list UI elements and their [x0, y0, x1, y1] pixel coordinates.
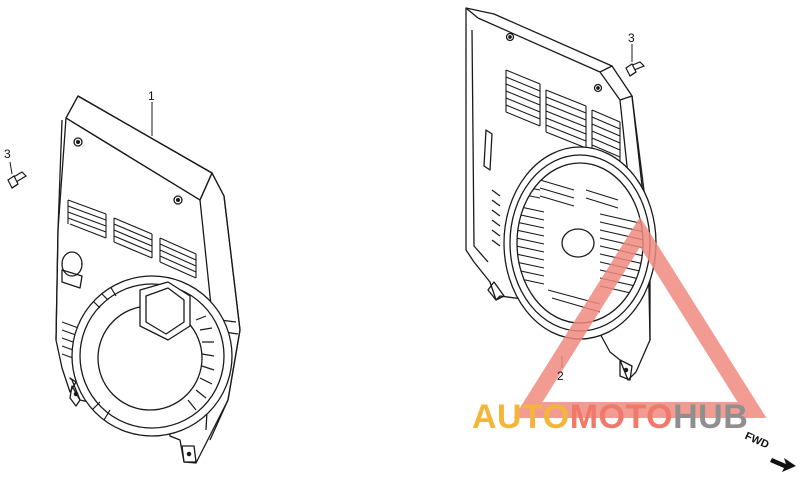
- bolt-left: [7, 171, 27, 189]
- watermark-triangle: [513, 216, 767, 418]
- watermark-segment-moto: MOTO: [570, 398, 673, 436]
- forward-label: FWD: [743, 430, 771, 451]
- callout-part-2: 2: [557, 369, 564, 383]
- fan-cover-left: [55, 95, 241, 464]
- forward-direction: FWD: [743, 430, 796, 472]
- forward-arrow-icon: [770, 458, 796, 472]
- callout-part-1: 1: [148, 89, 155, 103]
- callout-part-3-left: 3: [4, 147, 11, 161]
- watermark-segment-auto: AUTO: [472, 398, 570, 436]
- callout-part-3-right: 3: [628, 31, 635, 45]
- fan-shroud-right: [465, 7, 657, 381]
- watermark-segment-hub: HUB: [673, 398, 748, 436]
- bolt-right: [625, 61, 646, 77]
- watermark-text: AUTOMOTOHUB: [472, 398, 748, 436]
